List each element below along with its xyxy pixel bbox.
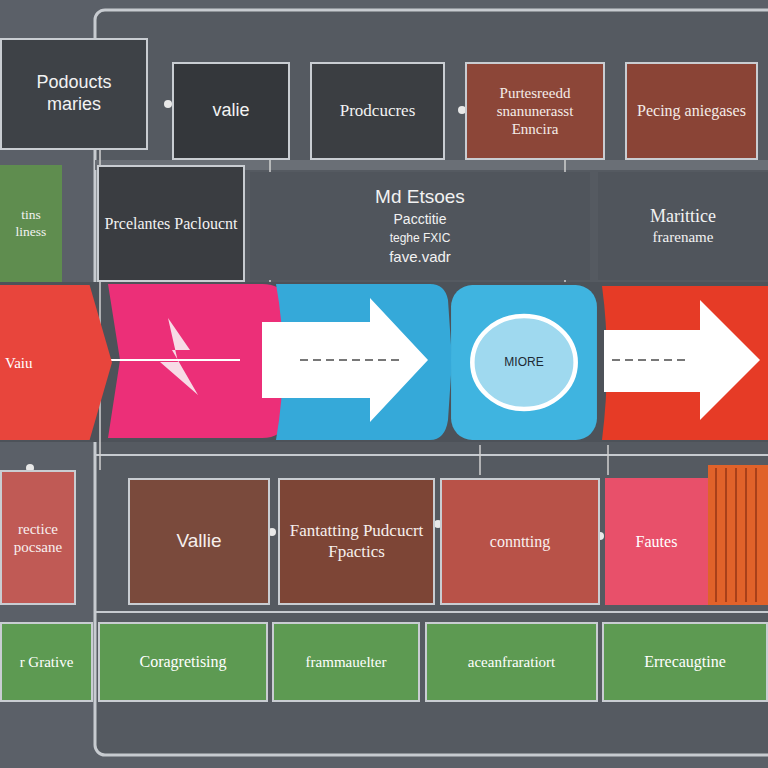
node-label: Vallie (176, 530, 221, 553)
node-label: Podoucts maries (7, 72, 141, 115)
red-arrow (602, 286, 768, 440)
category-box: frammauelter (272, 622, 420, 702)
process-box: Fautes (605, 478, 708, 605)
arrow-fill (0, 285, 112, 440)
category-box: Errecaugtine (602, 622, 768, 702)
group-region: Md EtsoesPacctitie teghe FXIC fave.vadr (250, 172, 590, 280)
node-note: fave.vadr (389, 248, 451, 266)
process-box: Prcelantes Pacloucnt (97, 165, 245, 282)
node-label: Fautes (636, 532, 678, 551)
divider-line (95, 611, 768, 613)
category-box: aceanfraratiort (425, 622, 598, 702)
category-box: r Grative (0, 622, 93, 702)
arrow-shape: Vaiu (0, 285, 112, 440)
node-label: conntting (490, 532, 550, 551)
dashed-line (300, 359, 400, 361)
node-label: tins liness (5, 207, 57, 239)
node-label: Coragretising (139, 652, 226, 671)
node-label: aceanfraratiort (468, 653, 555, 671)
process-box: conntting (440, 478, 600, 605)
node-label: Pecing aniegases (637, 101, 746, 120)
arrow-band (0, 282, 768, 442)
node-label: Vaiu (5, 354, 33, 372)
book-lines (716, 468, 756, 602)
node-label: Errecaugtine (644, 652, 726, 671)
outer-frame (95, 10, 768, 755)
process-box: rectice pocsane (0, 470, 76, 605)
process-box: valie (172, 62, 290, 160)
blue-block (451, 285, 597, 440)
node-note: teghe FXIC (390, 231, 451, 245)
node-label: valie (212, 100, 249, 122)
divider-line (95, 454, 768, 456)
node-label: Prodcucres (340, 101, 416, 121)
white-arrow (262, 298, 428, 422)
process-box: Podoucts maries (0, 38, 148, 150)
process-box: Maritticefrarename (598, 172, 768, 280)
book-stack (708, 465, 768, 605)
circle-outline (472, 316, 575, 409)
node-note: frarename (653, 228, 714, 246)
node-note: Pacctitie (394, 211, 447, 228)
node-label: r Grative (20, 653, 74, 671)
dashed-line (612, 359, 690, 361)
white-arrow (604, 300, 760, 420)
node-label: Md Etsoes (375, 186, 465, 209)
side-box: tins liness (0, 165, 62, 282)
process-box: Vallie (128, 478, 270, 605)
category-box: Coragretising (98, 622, 268, 702)
node-label: frammauelter (306, 653, 387, 671)
process-box: Purtesreedd snanunerasst Enncira (465, 62, 605, 160)
process-box: Pecing aniegases (625, 62, 758, 160)
node-label: Fantatting Pudcucrt Fpactics (285, 521, 428, 562)
node-label: Prcelantes Pacloucnt (105, 214, 238, 233)
node-label: rectice pocsane (7, 520, 69, 556)
lightning-symbol (160, 318, 198, 395)
node-label: Purtesreedd snanunerasst Enncira (472, 84, 598, 138)
process-box: Fantatting Pudcucrt Fpactics (278, 478, 435, 605)
circle-node: MIORE (448, 285, 600, 440)
node-label: MIORE (504, 355, 543, 369)
node-label: Marittice (650, 206, 716, 228)
process-box: Prodcucres (310, 62, 445, 160)
